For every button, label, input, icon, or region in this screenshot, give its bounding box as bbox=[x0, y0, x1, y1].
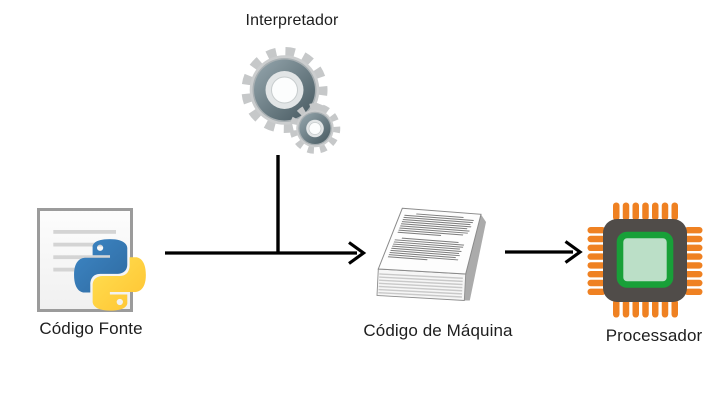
machine-to-processor-arrowhead bbox=[564, 240, 583, 264]
chip-pins bbox=[587, 202, 703, 318]
small-gear bbox=[289, 103, 341, 154]
processor-chip-icon bbox=[587, 202, 703, 318]
gears-icon bbox=[241, 47, 341, 154]
source-to-machine-arrowhead bbox=[348, 241, 367, 265]
stack-right-face bbox=[464, 214, 486, 301]
label-codigo-fonte: Código Fonte bbox=[39, 319, 143, 338]
stack-top-sheet bbox=[377, 207, 482, 275]
machine-code-text bbox=[387, 213, 474, 261]
large-gear bbox=[241, 47, 328, 133]
label-interpretador: Interpretador bbox=[245, 12, 339, 29]
label-codigo-de-maquina: Código de Máquina bbox=[363, 321, 513, 340]
python-logo-icon bbox=[74, 239, 146, 311]
label-processador: Processador bbox=[605, 326, 703, 345]
paper-stack-icon bbox=[376, 207, 486, 301]
chip-core bbox=[616, 231, 674, 288]
stack-page-edges bbox=[378, 273, 463, 298]
